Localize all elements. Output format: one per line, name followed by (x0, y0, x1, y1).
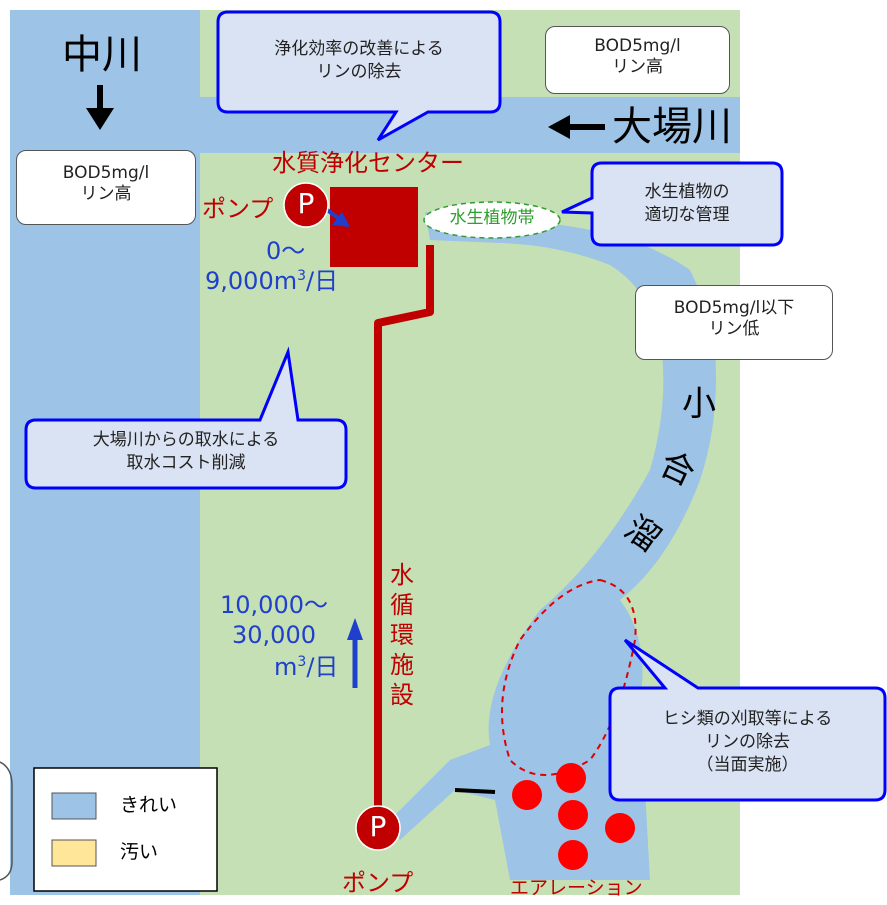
legend-box (33, 767, 218, 892)
legend-label-clean: きれい (120, 794, 178, 816)
circulation-char: 水 (390, 561, 414, 589)
callout-hishi: ヒシ類の刈取等による リンの除去 （当面実施） (610, 708, 885, 777)
pump-top-flow-value: 9,000m (205, 267, 298, 295)
callout-line: リンの除去 (705, 731, 790, 752)
callout-hishi-shape (608, 638, 887, 802)
callout-line: （当面実施） (696, 754, 799, 775)
circ-flow-unit: /日 (306, 653, 339, 681)
quality-box-line: リン低 (708, 319, 760, 340)
legend-swatch-clean (51, 792, 97, 820)
pump-top-flow-2: 9,000m3/日 (205, 267, 339, 296)
callout-line: 浄化効率の改善による (274, 39, 444, 59)
pump-top-flow: 0～ (266, 237, 306, 266)
pump-top-label: ポンプ (202, 195, 274, 223)
legend-swatch-dirty (51, 839, 97, 867)
quality-box-left: BOD5mg/l リン高 (16, 150, 196, 225)
circulation-char: 環 (390, 621, 414, 649)
quality-box-right: BOD5mg/l以下 リン低 (635, 285, 833, 360)
pump-bottom-label: ポンプ (342, 869, 414, 897)
plants-zone (423, 201, 561, 239)
circulation-char: 設 (390, 681, 414, 709)
legend-label-dirty: 汚い (120, 841, 159, 863)
quality-box-line: BOD5mg/l (62, 163, 150, 183)
callout-line: 適切な管理 (644, 204, 730, 225)
quality-box-line: リン高 (612, 57, 663, 78)
pump-top-flow-sup: 3 (297, 268, 307, 284)
pump-top-symbol: P (297, 187, 315, 220)
pump-bottom-symbol: P (369, 810, 387, 843)
quality-box-top-right: BOD5mg/l リン高 (545, 26, 730, 94)
circ-flow-sup: 3 (297, 654, 307, 670)
flow-arrow-head (347, 618, 363, 640)
aeration-dot (556, 763, 586, 793)
quality-box-line: リン高 (80, 184, 132, 205)
pump-arrow-head (332, 212, 350, 227)
aeration-label: エアレーション (510, 877, 643, 899)
plants-label: 水生植物帯 (449, 208, 535, 228)
callout-line: 水生植物の (644, 182, 730, 202)
pump-top-icon (283, 182, 329, 228)
callout-top-shape (216, 10, 502, 142)
center-label: 水質浄化センター (272, 149, 464, 177)
aeration-dot (512, 780, 542, 810)
circulation-char: 循 (390, 591, 414, 619)
callout-plants: 水生植物の 適切な管理 (592, 181, 782, 227)
connector-line (454, 788, 496, 794)
quality-box-line: BOD5mg/l以下 (673, 298, 795, 318)
nakagawa-label: 中川 (62, 32, 142, 78)
circulation-label: 水 循 環 施 設 (390, 560, 414, 710)
aeration-area (501, 578, 637, 776)
circulation-char: 施 (390, 651, 414, 679)
aeration-dot (605, 813, 635, 843)
purification-center (330, 187, 418, 267)
obagawa-label: 大場川 (612, 104, 732, 150)
pump-top-flow-line1: 0～ (266, 237, 306, 265)
circ-flow-line3: m3/日 (274, 653, 339, 682)
callout-line: ヒシ類の刈取等による (662, 709, 833, 729)
callout-intake-shape (24, 346, 348, 490)
circulation-pipe (374, 245, 434, 830)
nakagawa-arrow-head (86, 108, 114, 130)
callout-line: 大場川からの取水による (92, 430, 280, 450)
aeration-dot (558, 840, 588, 870)
quality-box-line: BOD5mg/l (594, 36, 681, 56)
callout-top: 浄化効率の改善による リンの除去 (218, 38, 500, 84)
callout-plants-shape (561, 161, 784, 247)
circ-flow-m: m (274, 653, 298, 681)
pump-bottom-icon (355, 805, 401, 851)
partial-box-edge (0, 761, 13, 881)
circ-flow-line2: 30,000 (232, 621, 316, 649)
circ-flow-line1: 10,000～ (220, 591, 328, 619)
obagawa-arrow-head (548, 115, 570, 139)
koaitame-char-1: 小 (682, 384, 716, 424)
callout-line: 取水コスト削減 (126, 452, 246, 473)
aeration-dot (558, 800, 588, 830)
callout-intake: 大場川からの取水による 取水コスト削減 (26, 429, 346, 475)
pump-top-flow-unit: /日 (306, 267, 339, 295)
aeration-dots (512, 763, 635, 870)
callout-line: リンの除去 (316, 61, 402, 82)
